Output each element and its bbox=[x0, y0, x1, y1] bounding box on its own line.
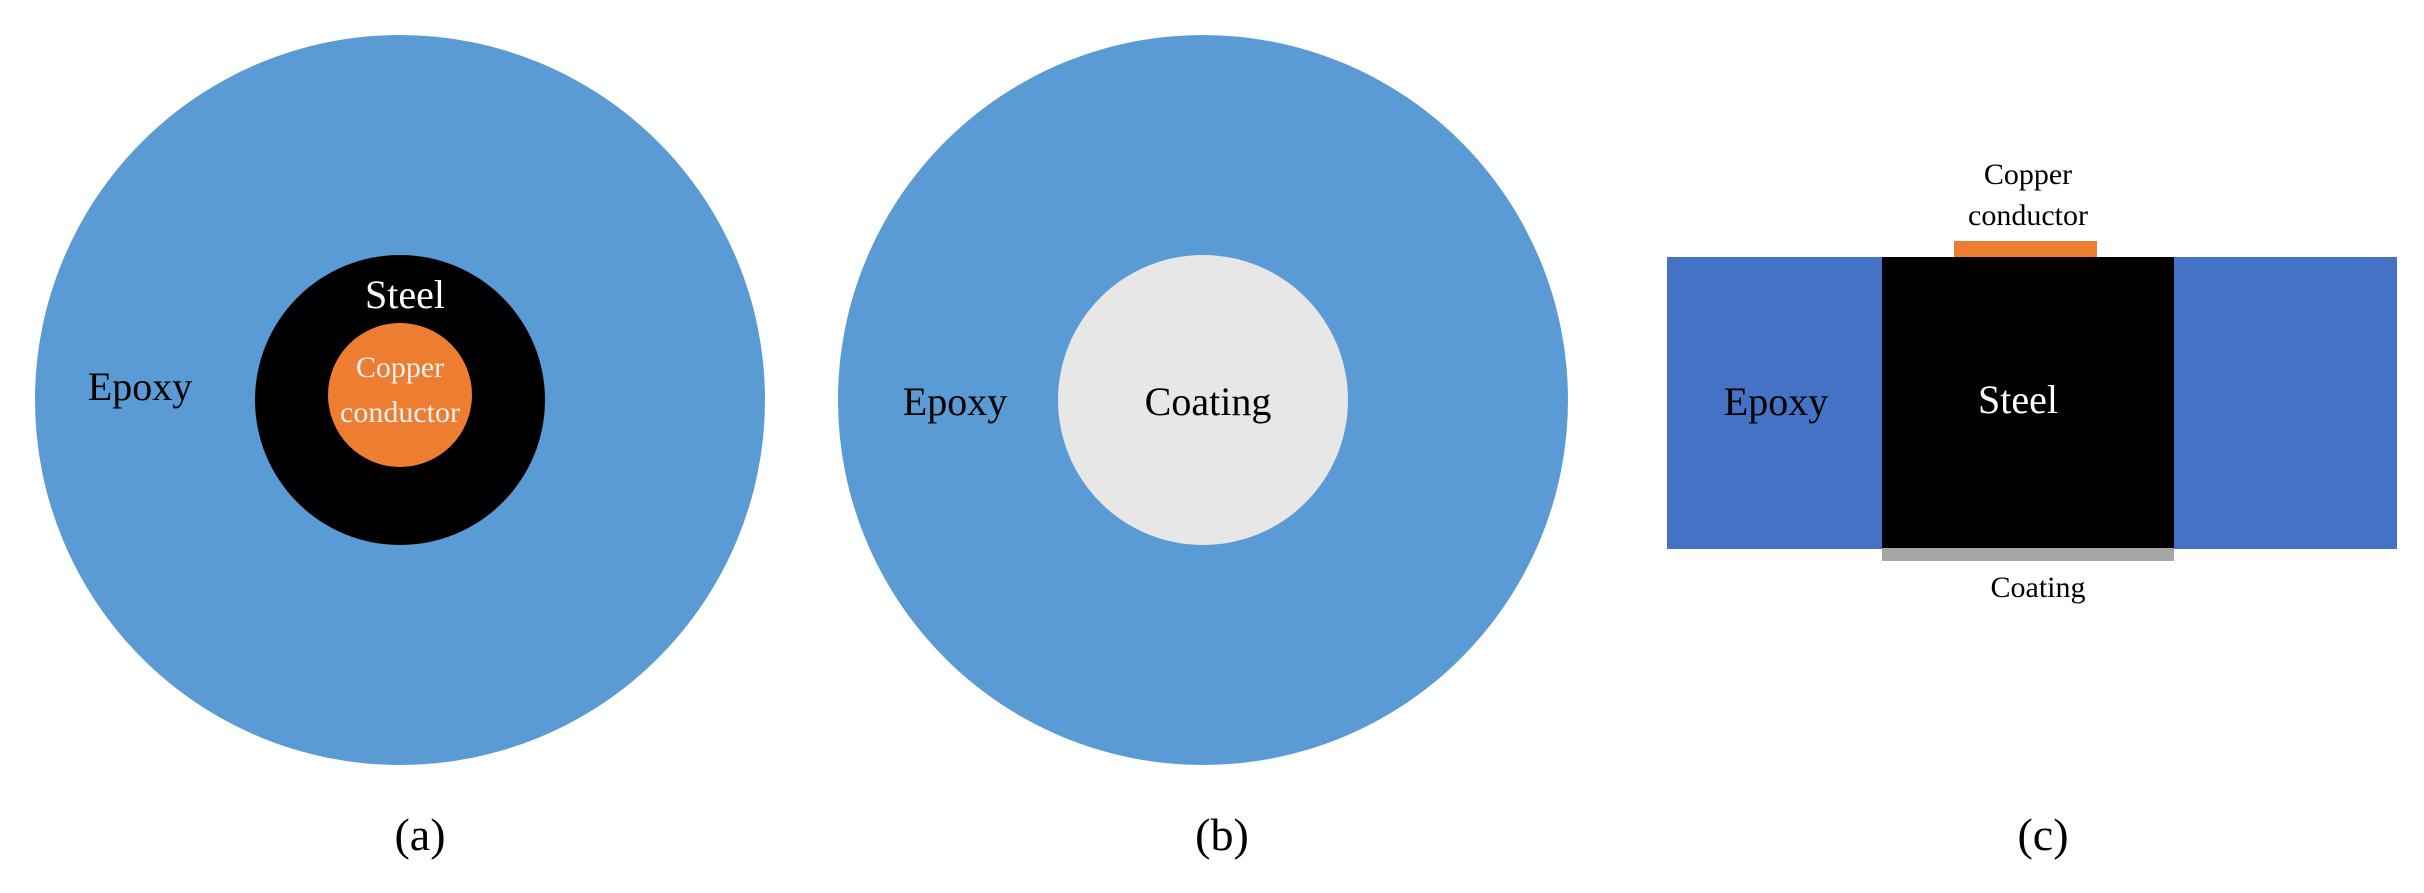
panel-c-epoxy-label: Epoxy bbox=[1724, 379, 1828, 424]
panel-c-coating-strip bbox=[1882, 547, 2174, 561]
panel-c-coating-label: Coating bbox=[1991, 571, 2086, 604]
panel-b-coating-core bbox=[1058, 255, 1348, 545]
panel-b-coating-label: Coating bbox=[1145, 379, 1272, 424]
panel-b-epoxy-label: Epoxy bbox=[903, 379, 1007, 424]
panel-a-copper-core bbox=[328, 323, 472, 467]
panel-b: Epoxy Coating (b) bbox=[838, 35, 1568, 860]
panel-c: Copper conductor Epoxy Steel Coating (c) bbox=[1667, 158, 2397, 860]
panel-a: Epoxy Steel Copper conductor (a) bbox=[35, 35, 765, 860]
panel-c-caption: (c) bbox=[2017, 809, 2068, 860]
panel-a-steel-label: Steel bbox=[365, 272, 445, 317]
panel-c-copper-label-line1: Copper bbox=[1984, 158, 2072, 191]
panel-c-copper-label-line2: conductor bbox=[1968, 199, 2088, 232]
panel-c-steel-label: Steel bbox=[1978, 377, 2058, 422]
panel-c-steel-block bbox=[1882, 257, 2174, 548]
panel-a-copper-label-line1: Copper bbox=[356, 351, 444, 384]
panel-a-caption: (a) bbox=[394, 809, 445, 860]
panel-a-copper-label-line2: conductor bbox=[340, 396, 460, 429]
panel-a-epoxy-label: Epoxy bbox=[88, 364, 192, 409]
panel-c-copper-strip bbox=[1954, 241, 2097, 259]
panel-b-caption: (b) bbox=[1195, 809, 1249, 860]
